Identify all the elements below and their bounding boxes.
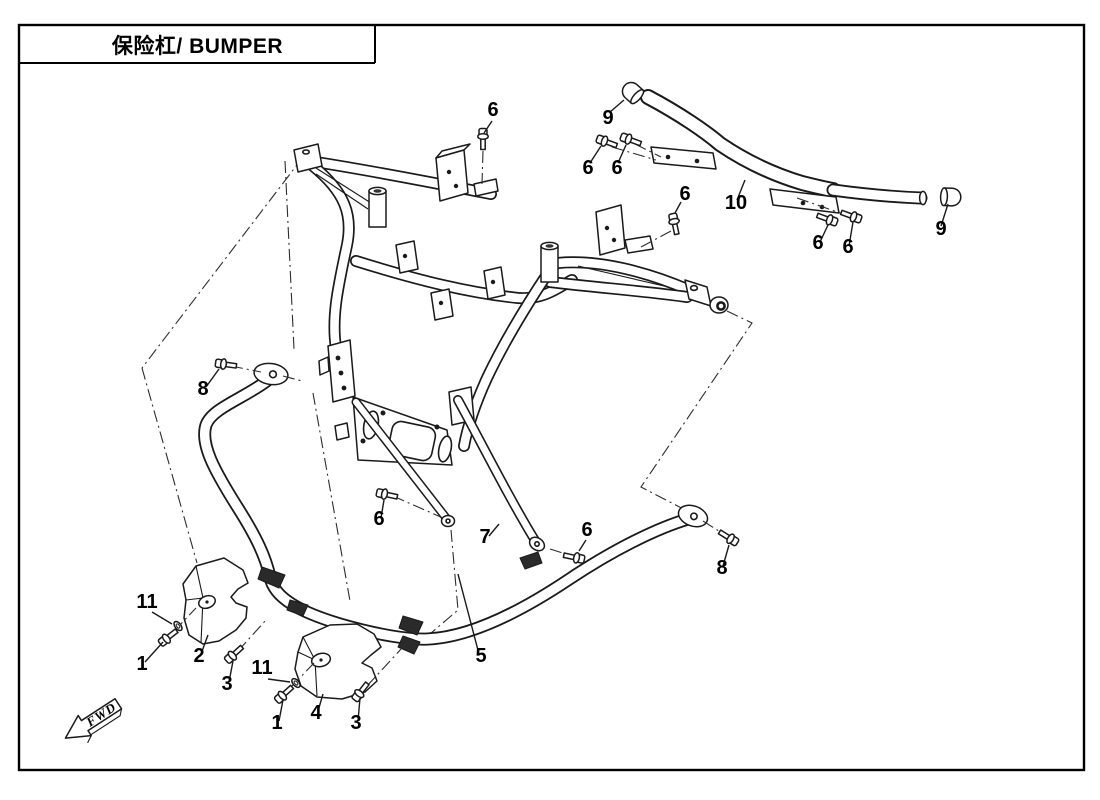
callout-number-6: 6	[611, 157, 622, 179]
main-bumper-frame	[293, 143, 729, 466]
frame-post-left	[368, 186, 387, 228]
callout-number-6: 6	[812, 232, 823, 254]
callout-number-10: 10	[725, 192, 747, 214]
callout-number-11: 11	[136, 591, 157, 613]
callout-number-9: 9	[935, 218, 946, 240]
bolt-6	[618, 130, 644, 150]
lower-tube-eye-right	[677, 504, 709, 528]
fwd-label: FWD	[83, 699, 119, 730]
callout-number-3: 3	[221, 673, 232, 695]
rail-end-flange	[473, 178, 499, 197]
plate-bracket	[334, 396, 453, 466]
cover-right	[294, 623, 382, 700]
callout-number-6: 6	[679, 183, 690, 205]
bolt-axis-lines	[173, 143, 850, 688]
callout-number-3: 3	[350, 712, 361, 734]
callout-number-8: 8	[716, 557, 727, 579]
construction-lines	[141, 156, 753, 640]
callout-number-8: 8	[197, 378, 208, 400]
bolt-3	[222, 642, 247, 666]
lower-bumper-tube	[198, 373, 695, 655]
callout-number-6: 6	[487, 99, 498, 121]
callout-number-6: 6	[581, 519, 592, 541]
callout-number-6: 6	[582, 157, 593, 179]
callout-number-6: 6	[842, 236, 853, 258]
callout-number-7: 7	[479, 526, 490, 548]
page-title: 保险杠/ BUMPER	[111, 34, 284, 58]
channel-bracket-top	[435, 143, 471, 202]
callout-number-11: 11	[251, 657, 272, 679]
strut-eye-right	[528, 536, 546, 552]
support-strut-left	[351, 397, 452, 524]
bolt-1	[272, 682, 297, 706]
bolt-6	[561, 549, 587, 566]
bar-bracket-upper	[650, 146, 717, 170]
frame-bushing	[684, 279, 729, 314]
callout-number-6: 6	[373, 508, 384, 530]
callout-leaders	[144, 99, 949, 722]
left-mount-bracket	[318, 339, 356, 403]
callout-number-1: 1	[271, 712, 282, 734]
channel-bracket-right	[595, 204, 654, 256]
callout-number-5: 5	[475, 645, 486, 667]
cross-tube-clamps	[395, 240, 506, 321]
support-strut-right	[453, 395, 541, 547]
callout-number-4: 4	[310, 702, 322, 724]
page-border	[17, 23, 1086, 772]
bolt-6	[477, 127, 489, 151]
bolt-6	[594, 132, 620, 152]
callout-number-2: 2	[193, 645, 204, 667]
callout-number-1: 1	[136, 653, 147, 675]
fwd-arrow: FWD	[64, 698, 123, 744]
frame-post-right	[540, 241, 559, 283]
callout-number-9: 9	[602, 107, 613, 129]
frame-corner-bracket	[293, 143, 323, 173]
bolt-6	[838, 206, 864, 226]
end-cap-right	[939, 187, 962, 207]
bolt-8	[716, 526, 741, 549]
title-box: 保险杠/ BUMPER	[20, 26, 375, 63]
bolt-6	[374, 486, 400, 503]
strut-eye-left	[440, 514, 456, 528]
cover-left	[182, 557, 249, 645]
lower-tube-eye-left	[253, 362, 289, 386]
